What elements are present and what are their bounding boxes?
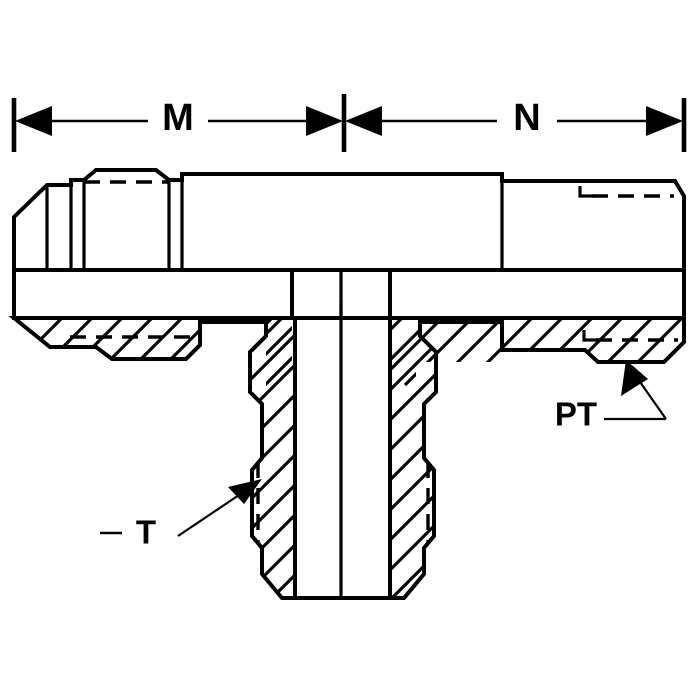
arrow-head-N-right — [646, 106, 683, 136]
callout-T: T — [100, 479, 262, 551]
dimension-N: N — [345, 97, 683, 139]
bore-cavity-right — [388, 268, 686, 320]
arrow-head-PT — [621, 360, 648, 396]
dimension-band: M N — [11, 94, 687, 152]
thread-relief-right — [578, 186, 596, 198]
dimension-label-M: M — [162, 97, 194, 139]
callout-label-PT: PT — [555, 396, 597, 433]
wall-section-left — [8, 316, 297, 600]
hatch-group-branch-left — [250, 318, 295, 598]
dimension-M: M — [15, 97, 343, 139]
upper-outline-profile — [12, 168, 686, 272]
arrow-head-M-left — [15, 106, 52, 136]
fitting-body — [8, 168, 686, 600]
arrow-head-N-left — [345, 106, 382, 136]
arrow-head-M-right — [306, 106, 343, 136]
bore-cavity-left — [12, 268, 294, 320]
dimension-label-N: N — [513, 97, 540, 139]
arrow-head-T — [228, 479, 262, 504]
thread-relief-right-lower — [582, 330, 600, 342]
callout-PT: PT — [555, 360, 667, 433]
leader-line-T — [177, 490, 246, 537]
callout-label-T: T — [136, 514, 156, 551]
